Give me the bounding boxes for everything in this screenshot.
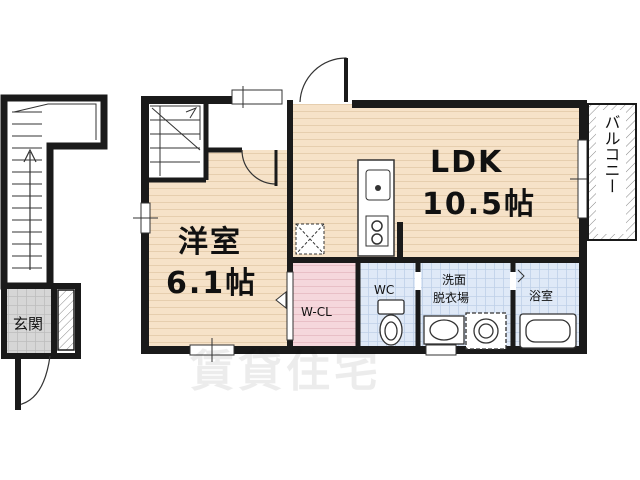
toilet-label: WC bbox=[374, 283, 394, 297]
stair-steps bbox=[12, 111, 42, 269]
washroom-label-line1: 洗面 bbox=[442, 273, 466, 287]
doors bbox=[231, 57, 525, 341]
western-room-size-label: 6.1帖 bbox=[166, 266, 257, 301]
stove-burner-icon bbox=[371, 220, 383, 232]
western-room-label: 洋室 bbox=[178, 225, 242, 260]
stove-burner-icon bbox=[371, 233, 383, 245]
watermark-logo: 賃貸住宅 bbox=[189, 346, 382, 397]
fridge-space bbox=[295, 223, 325, 255]
washroom-label-line2: 脱衣場 bbox=[433, 290, 469, 305]
balcony-label: バルコニー bbox=[602, 114, 621, 194]
walk-in-closet-label: W-CL bbox=[301, 305, 332, 319]
ldk-size-label: 10.5帖 bbox=[422, 187, 536, 222]
entrance: 玄関 bbox=[1, 283, 81, 410]
entrance-door-swing bbox=[17, 355, 51, 406]
bathroom-label: 浴室 bbox=[529, 288, 553, 303]
hall-door-swing bbox=[299, 57, 347, 103]
balcony bbox=[587, 103, 637, 241]
inner-stair bbox=[150, 105, 201, 176]
stair-tower bbox=[0, 94, 108, 290]
entrance-label: 玄関 bbox=[13, 315, 43, 333]
walls bbox=[141, 96, 587, 354]
bathtub-fixture bbox=[519, 313, 577, 349]
washroom-fixtures bbox=[423, 312, 507, 350]
bedroom-door-swing bbox=[241, 149, 277, 185]
kitchen-counter bbox=[357, 159, 395, 257]
floor-fills bbox=[145, 100, 582, 348]
toilet-fixture bbox=[377, 299, 405, 346]
ldk-label: LDK bbox=[430, 145, 503, 180]
